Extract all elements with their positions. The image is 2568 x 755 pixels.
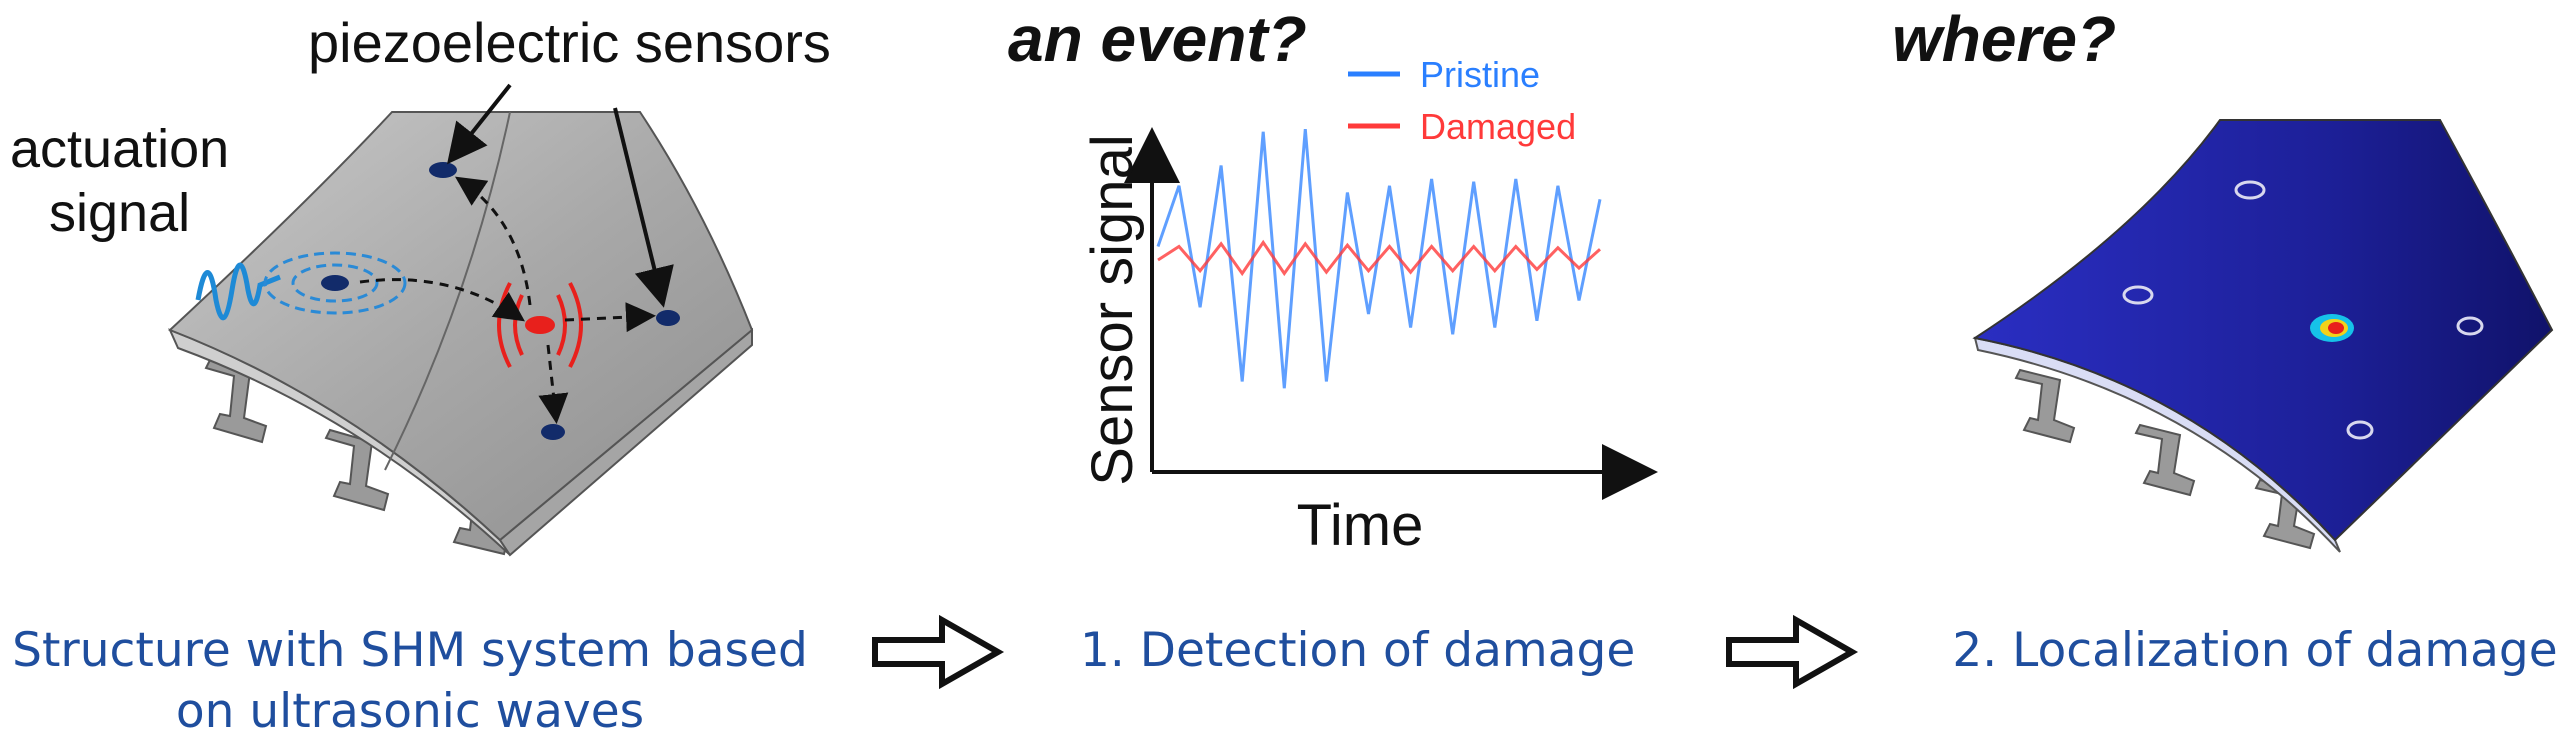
flow-arrow-icon [1726,614,1859,690]
caption-detection: 1. Detection of damage [1080,623,1636,678]
wave-path-arrows [359,176,656,424]
panel2-question: an event? [1008,3,1307,75]
caption-structure-line2: on ultrasonic waves [175,684,645,740]
flow-arrow-icon [872,614,1005,690]
sensor-dot [656,310,680,326]
sensor-dot [541,424,565,440]
sensor-ring [2122,285,2154,305]
legend: Pristine Damaged [1348,54,1576,147]
damage-ripple [497,282,583,368]
caption-structure: Structure with SHM system based on ultra… [0,620,820,742]
damage-hotspot [2310,314,2354,342]
sensor-dot [321,275,349,291]
panel-surface [1972,119,2554,542]
sensor-ring [2234,180,2266,200]
sensor-ring [2346,420,2374,440]
sensors-label: piezoelectric sensors [308,11,831,74]
damage-spot [525,316,555,334]
shm-structure-illustration [168,83,754,557]
actuator-ring-outer [263,251,407,315]
caption-structure-line1: Structure with SHM system based [12,623,808,678]
actuation-wave-icon [195,262,281,321]
series-line-pristine [1156,128,1602,389]
x-axis-label: Time [1297,493,1424,558]
panel3-question: where? [1892,3,2117,75]
caption-localization: 2. Localization of damage [1952,623,2558,678]
actuation-label: actuation signal [10,118,229,245]
localization-illustration [1972,119,2554,553]
panel-seam [384,111,511,471]
actuation-label-line1: actuation [10,119,230,179]
sensor-dot [429,162,457,178]
detection-chart: Time Sensor signal Pristine Damaged [1080,54,1658,558]
stringer-bracket [2014,368,2316,550]
panel-surface [168,111,754,542]
y-axis-label: Sensor signal [1080,134,1145,485]
label-pointer-arrows [447,83,674,308]
legend-label-pristine: Pristine [1420,54,1540,95]
sensor-ring [2456,316,2484,336]
actuator-ring-inner [291,263,379,303]
legend-label-damaged: Damaged [1420,106,1576,147]
actuation-label-line2: signal [49,182,191,243]
series-line-damaged [1157,239,1602,277]
